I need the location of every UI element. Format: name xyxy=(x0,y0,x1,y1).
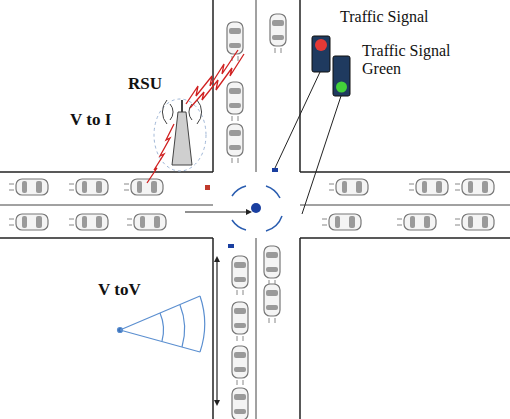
link-label: V toV xyxy=(98,280,141,300)
car-icon xyxy=(455,214,494,230)
traffic-signals xyxy=(275,36,350,214)
car-icon xyxy=(455,179,494,195)
car-icon xyxy=(69,179,108,195)
wireless-links xyxy=(147,50,244,183)
rsu-tower xyxy=(154,99,206,171)
signal-label: Traffic Signal Green xyxy=(362,42,462,79)
car-icon xyxy=(232,388,248,419)
car-icon xyxy=(409,179,448,195)
cars xyxy=(9,14,494,419)
car-icon xyxy=(124,179,163,195)
car-icon xyxy=(397,214,436,230)
v2v-range xyxy=(118,296,205,352)
intersection-marks xyxy=(185,168,282,406)
car-icon xyxy=(264,284,280,323)
car-icon xyxy=(270,14,286,53)
car-icon xyxy=(329,179,368,195)
car-icon xyxy=(322,214,361,230)
rsu-label: RSU xyxy=(128,74,162,94)
car-icon xyxy=(232,302,248,341)
car-icon xyxy=(127,214,166,230)
car-icon xyxy=(232,346,248,385)
car-icon xyxy=(264,246,280,285)
car-icon xyxy=(227,82,243,121)
car-icon xyxy=(69,214,108,230)
car-icon xyxy=(232,256,248,295)
car-icon xyxy=(227,124,243,163)
car-icon xyxy=(9,214,48,230)
link-label: V to I xyxy=(70,110,111,130)
car-icon xyxy=(9,179,48,195)
signal-label: Traffic Signal xyxy=(340,8,428,26)
